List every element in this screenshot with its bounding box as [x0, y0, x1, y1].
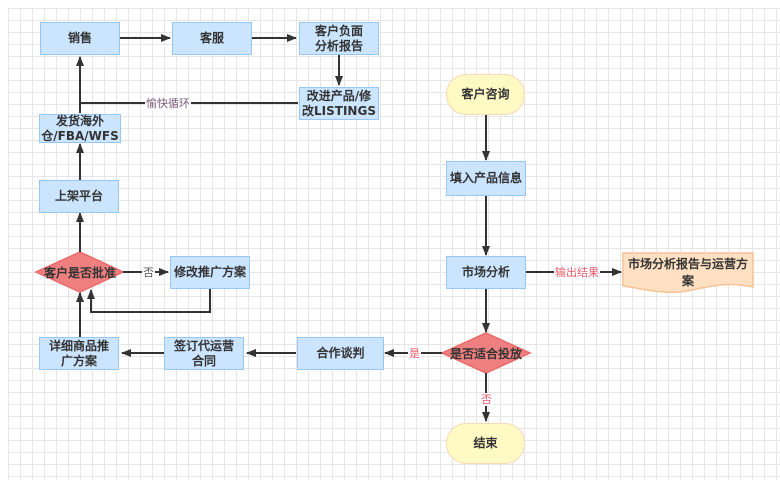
- node-sign-contract[interactable]: 签订代运营 合同: [164, 337, 244, 370]
- edge-label-no-end: 否: [480, 393, 493, 406]
- node-detailed-plan-label: 详细商品推 广方案: [48, 338, 109, 368]
- edge-label-yes: 是: [408, 347, 421, 360]
- node-end[interactable]: 结束: [446, 423, 525, 464]
- node-market-analysis[interactable]: 市场分析: [446, 256, 526, 289]
- node-customer-inquiry[interactable]: 客户咨询: [446, 74, 525, 115]
- decision-suitable-label: 是否适合投放: [449, 346, 522, 361]
- node-negotiation[interactable]: 合作谈判: [297, 337, 384, 370]
- node-improve-product[interactable]: 改进产品/修 改LISTINGS: [299, 87, 379, 120]
- decision-client-approve-label: 客户是否批准: [43, 265, 116, 280]
- document-report-shape[interactable]: [622, 252, 754, 294]
- document-report-label: 市场分析报告与运营方案: [627, 257, 748, 288]
- node-improve-product-label: 改进产品/修 改LISTINGS: [302, 88, 376, 118]
- node-market-analysis-label: 市场分析: [461, 265, 510, 279]
- node-sales-label: 销售: [67, 31, 92, 45]
- node-negative-report[interactable]: 客户负面 分析报告: [299, 22, 379, 55]
- node-detailed-plan[interactable]: 详细商品推 广方案: [39, 337, 119, 370]
- edge-label-output-result: 输出结果: [554, 266, 600, 279]
- node-negotiation-label: 合作谈判: [316, 346, 365, 360]
- node-customer-service[interactable]: 客服: [172, 22, 252, 55]
- edge-label-happy-loop: 愉快循环: [145, 97, 191, 110]
- node-negative-report-label: 客户负面 分析报告: [314, 23, 363, 53]
- node-list-platform[interactable]: 上架平台: [39, 180, 119, 213]
- node-sales[interactable]: 销售: [40, 22, 120, 55]
- node-modify-plan[interactable]: 修改推广方案: [170, 256, 250, 289]
- node-list-platform-label: 上架平台: [54, 189, 103, 203]
- node-end-label: 结束: [473, 436, 498, 450]
- node-customer-inquiry-label: 客户咨询: [461, 87, 510, 101]
- edge-modify-back-to-approve: [87, 288, 211, 313]
- node-ship-warehouse-label: 发货海外 仓/FBA/WFS: [41, 113, 119, 143]
- node-sign-contract-label: 签订代运营 合同: [173, 338, 234, 368]
- node-ship-warehouse[interactable]: 发货海外 仓/FBA/WFS: [39, 114, 121, 143]
- node-customer-service-label: 客服: [199, 31, 224, 45]
- node-fill-info[interactable]: 填入产品信息: [446, 161, 526, 196]
- grid-background: [8, 8, 780, 480]
- edge-label-no-approve: 否: [142, 266, 155, 279]
- node-modify-plan-label: 修改推广方案: [173, 265, 246, 279]
- node-fill-info-label: 填入产品信息: [449, 171, 522, 185]
